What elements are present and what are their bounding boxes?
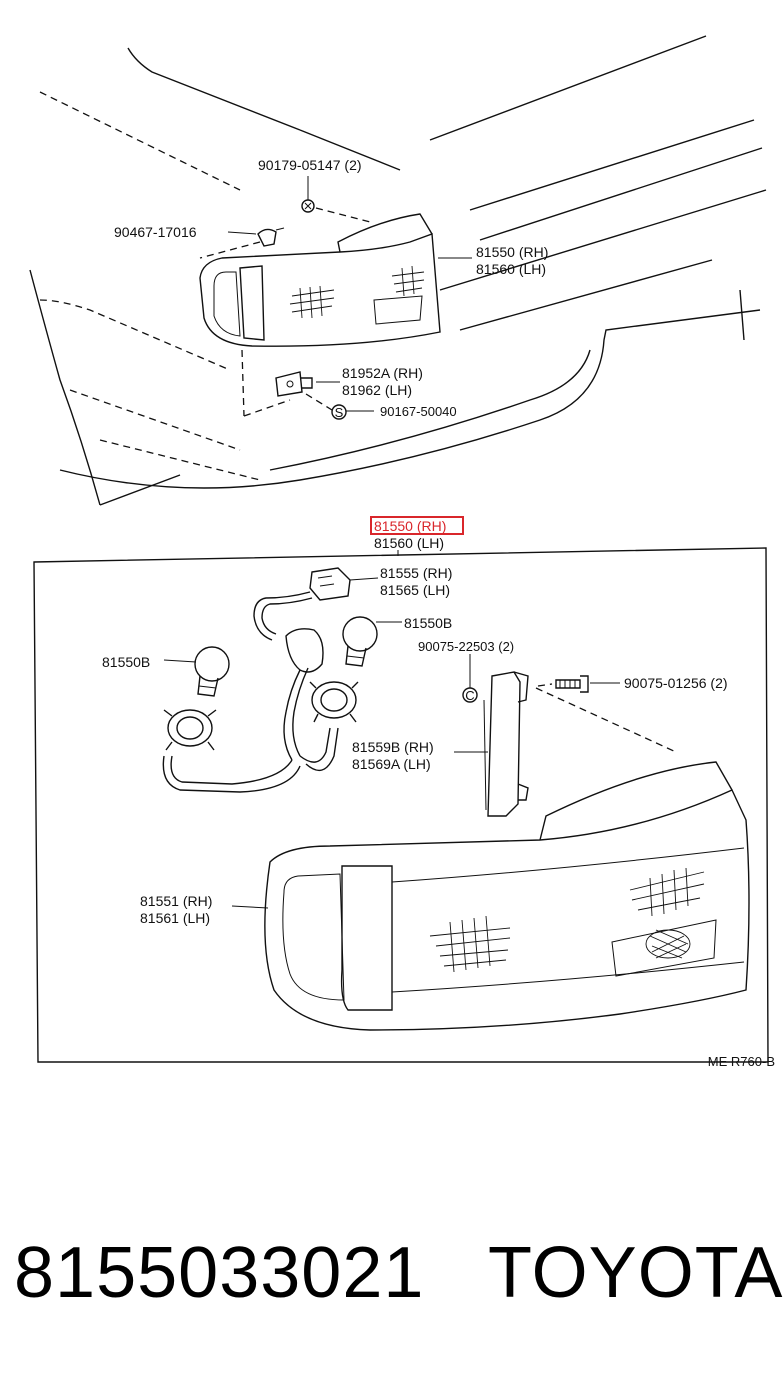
- label-bulb-right: 81550B: [404, 615, 452, 631]
- label-assy-lh: 81560 (LH): [374, 535, 444, 551]
- label-bulb-left: 81550B: [102, 654, 150, 670]
- label-clip-90179: 90179-05147 (2): [258, 157, 362, 173]
- label-socket-rh: 81555 (RH): [380, 565, 452, 581]
- gasket-bracket: [483, 671, 529, 817]
- detail-frame: [33, 547, 769, 1063]
- detail-dashed-guide: [535, 687, 677, 753]
- detail-leader-lines: [163, 577, 620, 909]
- label-gasket-lh: 81569A (LH): [352, 756, 431, 772]
- label-assy-rh: 81550 (RH): [374, 518, 446, 534]
- vehicle-body-outline: [29, 35, 767, 506]
- bulb-right: [342, 616, 378, 667]
- label-gasket-rh: 81559B (RH): [352, 739, 434, 755]
- label-screw-90467: 90467-17016: [114, 224, 197, 240]
- socket-right: [309, 681, 359, 723]
- detail-lamp-lens: [264, 761, 750, 1031]
- top-hardware: [199, 199, 371, 417]
- part-number: 8155033021: [14, 1233, 425, 1313]
- top-leader-lines: [227, 176, 472, 412]
- screw-s-icon: S: [331, 404, 347, 420]
- label-lens-lh: 81561 (LH): [140, 910, 210, 926]
- socket-wire-harness: [162, 567, 351, 793]
- label-lens-rh: 81551 (RH): [140, 893, 212, 909]
- diagram-ref-code: ME R760-B: [708, 1054, 775, 1069]
- label-bracket-rh: 81952A (RH): [342, 365, 423, 381]
- label-clip-90075: 90075-22503 (2): [418, 639, 514, 654]
- screw-s-glyph: S: [335, 405, 344, 420]
- highlight-box: [370, 516, 464, 535]
- top-combination-lamp: [199, 213, 441, 347]
- label-lamp-rh: 81550 (RH): [476, 244, 548, 260]
- brand-name: TOYOTA: [488, 1233, 784, 1313]
- label-socket-lh: 81565 (LH): [380, 582, 450, 598]
- bulb-left: [194, 646, 230, 697]
- label-bracket-lh: 81962 (LH): [342, 382, 412, 398]
- socket-left: [163, 709, 217, 751]
- clip-c-icon: C: [462, 687, 478, 703]
- label-screw-90075: 90075-01256 (2): [624, 675, 728, 691]
- label-screw-90167: 90167-50040: [380, 404, 457, 419]
- screw-90075: [537, 675, 589, 693]
- label-lamp-lh: 81560 (LH): [476, 261, 546, 277]
- clip-c-glyph: C: [465, 688, 474, 703]
